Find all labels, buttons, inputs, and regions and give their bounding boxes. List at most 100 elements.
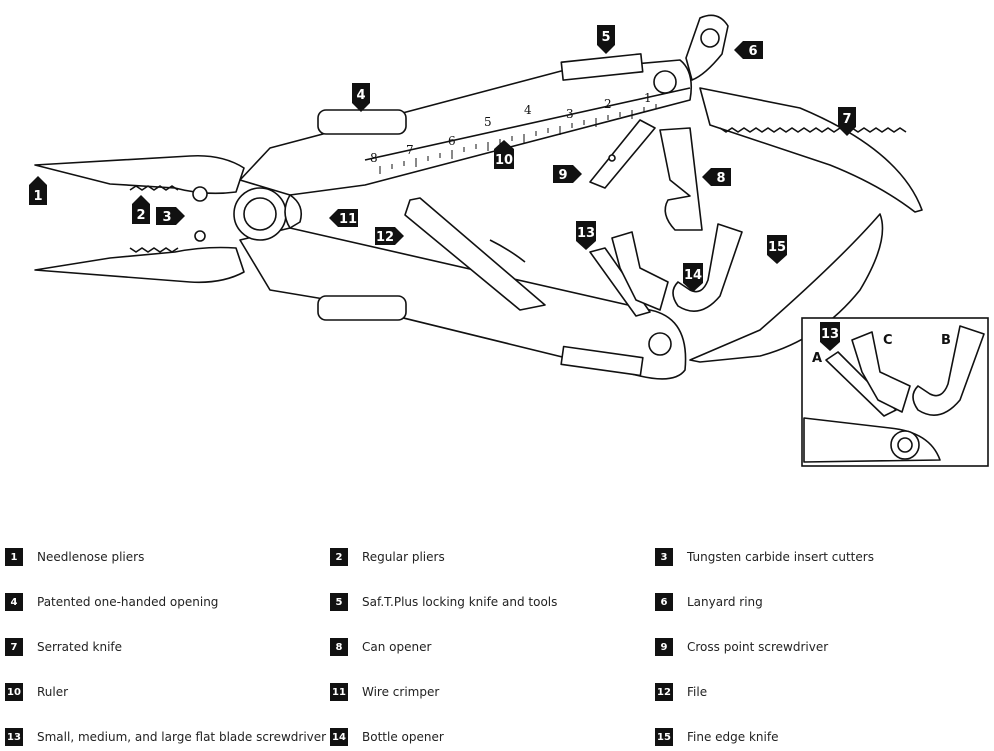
callout-4: 4 <box>352 83 370 112</box>
legend-badge: 14 <box>330 728 348 746</box>
legend-item: 13 Small, medium, and large flat blade s… <box>5 727 326 747</box>
ruler-mark: 1 <box>644 91 652 105</box>
serrated-knife <box>699 87 923 213</box>
callout-number: 1 <box>33 189 42 204</box>
lock-tab-lower <box>560 345 644 377</box>
cutter-pivot-small-2 <box>194 230 206 242</box>
legend-item: 1 Needlenose pliers <box>5 547 144 567</box>
ruler-numbers: 8 7 6 5 4 3 2 1 <box>370 91 652 165</box>
legend-label: Lanyard ring <box>687 595 763 609</box>
cutter-pivot-small <box>192 186 208 202</box>
callout-7: 7 <box>838 107 856 136</box>
callout-2: 2 <box>132 195 150 224</box>
legend-badge: 4 <box>5 593 23 611</box>
multitool-diagram: 8 7 6 5 4 3 2 1 A B C 1 2 <box>29 14 989 467</box>
fine-edge-knife <box>689 213 884 363</box>
legend-badge: 7 <box>5 638 23 656</box>
wire-crimper <box>284 194 303 229</box>
legend-badge: 12 <box>655 683 673 701</box>
inset-detail: A B C <box>801 317 989 467</box>
multitool-illustration <box>34 14 923 380</box>
legend-badge: 3 <box>655 548 673 566</box>
lower-handle-grip <box>317 295 407 321</box>
plier-teeth-lower <box>129 247 179 253</box>
legend-badge: 6 <box>655 593 673 611</box>
lower-handle <box>239 227 687 380</box>
callout-shape <box>683 263 703 292</box>
callout-shape <box>494 140 514 169</box>
flat-screwdriver-medium <box>611 231 669 311</box>
legend-label: Needlenose pliers <box>37 550 145 564</box>
legend-badge: 2 <box>330 548 348 566</box>
file-tool <box>404 197 546 311</box>
main-pivot-inner <box>243 197 277 231</box>
lock-tab-upper <box>560 53 644 81</box>
legend-badge: 1 <box>5 548 23 566</box>
ruler-ticks <box>379 104 657 174</box>
callout-shape <box>734 41 763 59</box>
legend-label: Bottle opener <box>362 730 444 744</box>
legend-item: 3 Tungsten carbide insert cutters <box>655 547 874 567</box>
callout-shape <box>329 209 358 227</box>
serrated-knife-edge <box>719 127 907 133</box>
callout-number: 15 <box>768 240 786 255</box>
legend-label: Tungsten carbide insert cutters <box>687 550 874 564</box>
legend-item: 11 Wire crimper <box>330 682 439 702</box>
legend-label: File <box>687 685 708 699</box>
legend-badge: 11 <box>330 683 348 701</box>
legend-label: Regular pliers <box>362 550 445 564</box>
legend-label: Wire crimper <box>362 685 440 699</box>
upper-handle-grip <box>317 109 407 135</box>
legend-item: 12 File <box>655 682 707 702</box>
callout-number: 2 <box>136 208 145 223</box>
plier-jaw-upper <box>34 154 245 195</box>
callout-shape <box>29 176 47 205</box>
callout-shape <box>838 107 856 136</box>
ruler-mark: 7 <box>406 143 414 157</box>
screwdriver-hole <box>608 154 616 162</box>
legend-label: Small, medium, and large flat blade scre… <box>37 730 327 744</box>
callout-shape <box>702 168 731 186</box>
legend-label: Fine edge knife <box>687 730 779 744</box>
legend-label: Patented one-handed opening <box>37 595 219 609</box>
legend-badge: 10 <box>5 683 23 701</box>
legend-item: 15 Fine edge knife <box>655 727 778 747</box>
can-opener <box>659 127 703 231</box>
plier-teeth-upper <box>129 185 179 191</box>
callout-8: 8 <box>702 168 731 186</box>
ruler-mark: 4 <box>524 103 532 117</box>
callout-shape <box>156 207 185 225</box>
callout-shape <box>352 83 370 112</box>
legend-badge: 5 <box>330 593 348 611</box>
legend-item: 14 Bottle opener <box>330 727 444 747</box>
callout-number: 9 <box>558 168 567 183</box>
callout-number: 10 <box>495 153 513 168</box>
callouts: 1 2 3 4 5 6 7 <box>29 25 856 351</box>
ruler-mark: 5 <box>484 115 492 129</box>
legend-item: 6 Lanyard ring <box>655 592 763 612</box>
legend-item: 10 Ruler <box>5 682 68 702</box>
legend: 1 Needlenose pliers 2 Regular pliers 3 T… <box>0 540 994 751</box>
callout-shape <box>820 322 840 351</box>
legend-label: Cross point screwdriver <box>687 640 829 654</box>
file-texture <box>489 239 526 263</box>
inset-letter-c: C <box>883 333 893 348</box>
legend-badge: 15 <box>655 728 673 746</box>
legend-label: Serrated knife <box>37 640 123 654</box>
callout-9: 9 <box>553 165 582 183</box>
legend-label: Can opener <box>362 640 432 654</box>
inset-screwdriver-b <box>912 325 985 416</box>
inset-letter-a: A <box>812 351 822 366</box>
lanyard-ring-hole <box>700 28 720 48</box>
callout-3: 3 <box>156 207 185 225</box>
callout-13: 13 <box>576 221 596 250</box>
legend-item: 9 Cross point screwdriver <box>655 637 828 657</box>
callout-14: 14 <box>683 263 703 292</box>
callout-number: 7 <box>842 112 851 127</box>
callout-11: 11 <box>329 209 358 227</box>
plier-jaw-lower <box>34 246 245 284</box>
inset-screwdriver-c <box>851 331 911 413</box>
callout-number: 12 <box>376 230 394 245</box>
legend-item: 7 Serrated knife <box>5 637 122 657</box>
upper-handle <box>239 59 693 196</box>
